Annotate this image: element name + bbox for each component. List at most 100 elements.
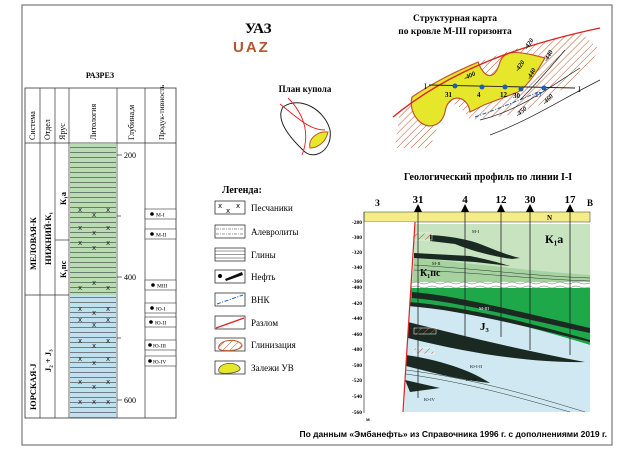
profile-fault: [402, 221, 416, 413]
header-series: Отдел: [43, 119, 52, 140]
depth-label: -280: [352, 220, 362, 226]
label-k1nc: К₁пс: [420, 268, 441, 279]
horizon-m2: М-II: [144, 228, 177, 240]
map-well-label: 30: [513, 92, 521, 100]
system-cretaceous: МЕЛОВАЯ-К: [28, 216, 38, 270]
dome-plan: План купола: [279, 84, 332, 156]
svg-text:МIII: МIII: [157, 284, 168, 290]
map-title-2: по кровле М-III горизонта: [398, 27, 512, 37]
line-label-east: I: [578, 85, 581, 94]
horizon-yu3: Ю-III: [144, 339, 177, 351]
svg-text:x: x: [78, 316, 82, 324]
depth-tick: 400: [124, 273, 136, 282]
clay-zone-icon: [218, 339, 243, 352]
horizon-m1: М-I: [144, 208, 177, 220]
svg-text:x: x: [92, 359, 96, 367]
well-marker: [518, 86, 524, 92]
svg-text:x: x: [236, 202, 240, 210]
profile-well-label: 31: [413, 194, 424, 206]
oil-icon: [218, 272, 243, 281]
line-label-west: I: [424, 82, 427, 91]
svg-text:М-II: М-II: [156, 233, 167, 239]
legend-label: Разлом: [251, 318, 278, 328]
svg-text:x: x: [78, 398, 82, 406]
svg-text:x: x: [106, 284, 110, 292]
hydrocarbon-icon: [218, 362, 241, 374]
svg-text:x: x: [78, 206, 82, 214]
clay-lens: [413, 327, 437, 335]
well-marker: [452, 83, 458, 89]
legend-label: ВНК: [251, 295, 271, 305]
legend-label: Глинизация: [251, 340, 296, 350]
well-marker: [541, 85, 547, 91]
dome-deposit: [309, 131, 329, 149]
svg-text:x: x: [92, 229, 96, 237]
series-lower-cretaceous: НИЖНИЙ-К₁: [43, 212, 53, 265]
svg-text:x: x: [106, 337, 110, 345]
owc-icon: [216, 294, 244, 305]
map-well-label: 17: [535, 91, 543, 99]
svg-text:Ю-II: Ю-II: [155, 321, 166, 327]
legend-label: Алевролиты: [251, 227, 298, 237]
svg-text:x: x: [92, 398, 96, 406]
header-depth: Глубина,м: [127, 105, 136, 140]
structure-map: Структурная карта по кровле М-III горизо…: [392, 14, 601, 148]
svg-text:x: x: [226, 207, 230, 215]
profile-west: З: [375, 198, 380, 208]
svg-text:Ю-IV: Ю-IV: [153, 360, 166, 366]
clay-lens: [413, 232, 433, 241]
svg-text:x: x: [92, 279, 96, 287]
svg-text:x: x: [106, 398, 110, 406]
dome-outline: [280, 102, 331, 156]
legend-label: Песчаники: [251, 203, 293, 213]
svg-text:x: x: [92, 383, 96, 391]
map-well-label: 31: [445, 91, 453, 99]
title-en: UAZ: [233, 39, 270, 56]
label-m2: М-II: [432, 261, 441, 266]
label-yu3: Ю-III: [466, 377, 477, 382]
svg-text:x: x: [106, 355, 110, 363]
section-title: РАЗРЕЗ: [86, 71, 114, 80]
svg-text:Ю-III: Ю-III: [153, 344, 166, 350]
header-system: Система: [28, 111, 37, 140]
frame: [21, 4, 613, 446]
hydrocarbon-deposit: [410, 51, 546, 127]
label-m3: М-III: [479, 306, 489, 311]
depth-label: -560: [352, 410, 362, 416]
stratigraphic-section: РАЗРЕЗ Система Отдел Ярус Литология Глуб…: [24, 71, 177, 419]
layer-n: [363, 211, 591, 223]
svg-text:x: x: [78, 378, 82, 386]
geological-profile: Геологический профиль по линии I-I З В: [352, 172, 593, 423]
profile-well-label: 4: [462, 194, 468, 206]
svg-text:x: x: [106, 316, 110, 324]
header-lithology: Литология: [89, 103, 98, 140]
svg-text:x: x: [92, 342, 96, 350]
svg-text:x: x: [106, 305, 110, 313]
dome-fault: [287, 97, 307, 156]
layer-j3: [404, 305, 590, 412]
siltstone-icon: [216, 228, 244, 235]
map-fault: [392, 27, 601, 118]
dome-fault: [279, 103, 326, 131]
depth-label: -520: [352, 378, 362, 384]
svg-text:x: x: [106, 206, 110, 214]
label-yu4: Ю-IV: [424, 397, 436, 402]
label-k1a: К₁а: [545, 232, 563, 246]
map-well-label: 12: [500, 91, 508, 99]
svg-text:x: x: [92, 321, 96, 329]
map-owc: [474, 91, 539, 118]
svg-text:x: x: [92, 309, 96, 317]
dome-plan-title: План купола: [279, 84, 332, 94]
profile-well-label: 30: [525, 194, 537, 206]
depth-label: -500: [352, 363, 362, 369]
horizon-yu2: Ю-II: [144, 316, 177, 328]
contour-label: -400: [463, 70, 477, 82]
header-productivity: Продук-тивность: [157, 84, 166, 140]
depth-tick: 600: [124, 396, 136, 405]
svg-text:x: x: [78, 355, 82, 363]
svg-text:x: x: [78, 224, 82, 232]
depth-label: -460: [352, 332, 362, 338]
depth-tick: 200: [124, 151, 136, 160]
depth-label: -300: [352, 235, 362, 241]
